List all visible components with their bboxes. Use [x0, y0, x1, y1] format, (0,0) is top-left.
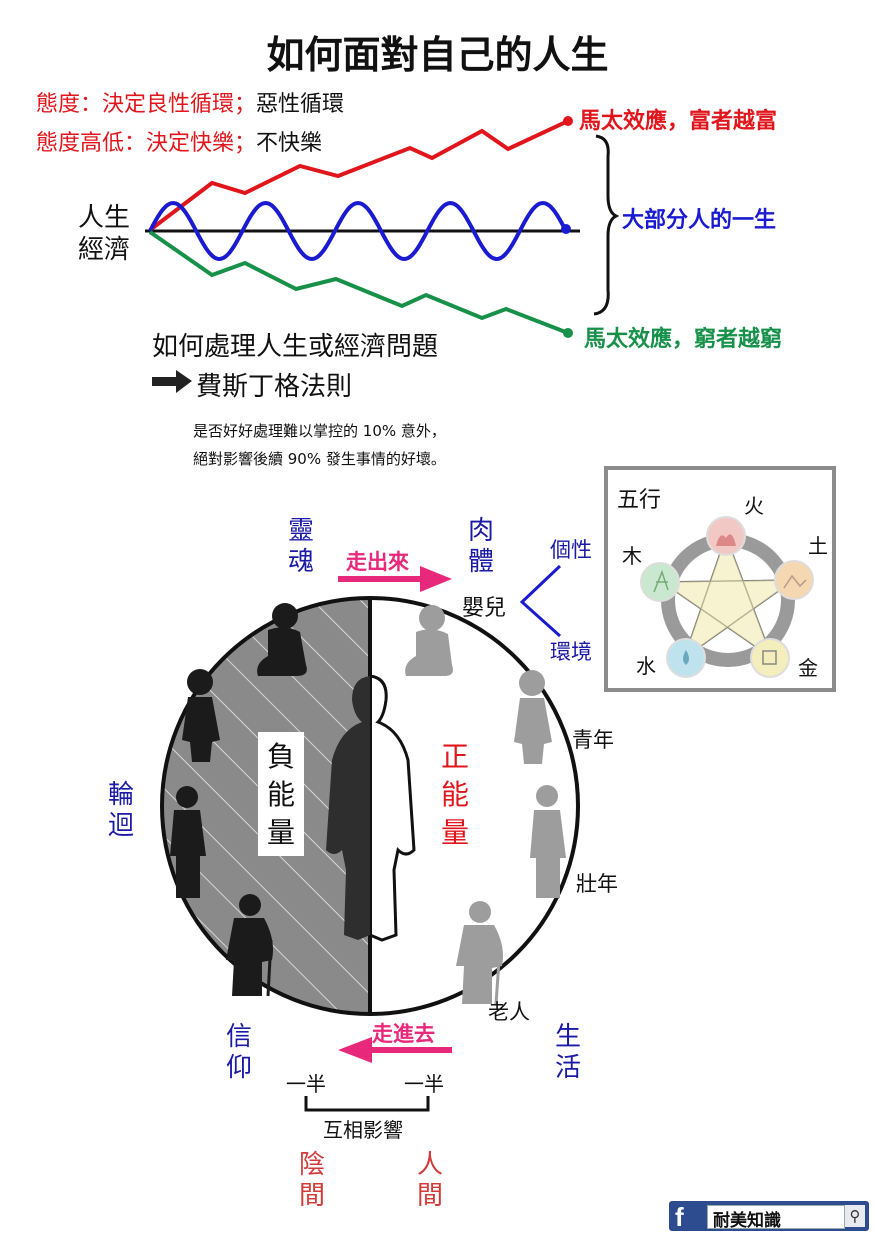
- center-figure-dark: [326, 676, 370, 940]
- method-rule: 費斯丁格法則: [196, 372, 353, 402]
- dark-man-body: [170, 810, 206, 898]
- gray-child-body: [514, 698, 552, 764]
- wuxing-metal-label: 金: [798, 656, 818, 680]
- most-label: 大部分人的一生: [622, 208, 777, 233]
- adult-label: 壯年: [576, 872, 618, 896]
- gray-figures: [405, 605, 566, 1005]
- rich-line: [148, 119, 569, 232]
- gray-infant-head: [419, 605, 445, 631]
- wuxing-fire-label: 火: [744, 494, 764, 518]
- life-circle: [160, 596, 580, 1016]
- badge-text: 耐美知識: [713, 1211, 781, 1231]
- method-question: 如何處理人生或經濟問題: [152, 332, 439, 362]
- chart-axis-label-line-2: 經濟: [78, 235, 131, 265]
- dark-infant-head: [272, 603, 298, 629]
- walk-in-arrow: [338, 1037, 452, 1063]
- baby-label: 嬰兒: [462, 596, 507, 621]
- baby-fork: [519, 564, 562, 638]
- attitude-line-1: 態度：決定良性循環；惡性循環: [36, 86, 344, 118]
- rich-label: 馬太效應，富者越富: [579, 109, 778, 134]
- mutual-label: 互相影響: [323, 1118, 403, 1142]
- half-right-label: 一半: [404, 1072, 444, 1096]
- personality-label: 個性: [550, 538, 592, 562]
- facebook-badge[interactable]: f 耐美知識 ⚲: [669, 1201, 869, 1232]
- underworld-label: 陰間: [298, 1150, 325, 1211]
- gray-child-head: [519, 670, 545, 696]
- wuxing-water-label: 水: [636, 654, 656, 678]
- gray-elder-body: [456, 925, 503, 1004]
- earth-node: [774, 560, 814, 600]
- wuxing-title: 五行: [617, 488, 662, 513]
- poor-line: [148, 230, 569, 335]
- attitude-line-2-red: 態度高低：決定快樂；: [36, 131, 257, 156]
- dark-child-head: [187, 669, 213, 695]
- dark-figures: [170, 603, 307, 997]
- mutual-bracket: [304, 1096, 430, 1112]
- metal-coin-icon: [762, 650, 777, 665]
- youth-label: 青年: [572, 728, 614, 752]
- facebook-icon: f: [675, 1202, 684, 1232]
- reincarnation-label: 輪迴: [107, 780, 134, 841]
- rich-line-end-dot: [563, 116, 573, 126]
- walk-out-arrow: [338, 566, 452, 592]
- poor-label: 馬太效應，窮者越窮: [584, 327, 783, 352]
- human-world-label: 人間: [416, 1150, 443, 1211]
- gray-elder-head: [469, 901, 491, 923]
- attitude-line-1-black: 惡性循環: [256, 92, 345, 117]
- negative-label-box: [258, 732, 304, 856]
- badge-search-box[interactable]: [707, 1205, 845, 1229]
- wuxing-wood-label: 木: [622, 544, 642, 568]
- attitude-line-1-red: 態度：決定良性循環；: [36, 92, 257, 117]
- most-wave-end-dot: [561, 224, 571, 234]
- rule-arrow: [152, 370, 192, 393]
- earth-mountain-icon: [783, 574, 807, 589]
- center-figure-outline: [369, 674, 416, 942]
- attitude-line-2-black: 不快樂: [256, 131, 323, 156]
- fire-flame-icon: [716, 534, 736, 546]
- dark-elder-head: [239, 894, 261, 916]
- soul-label: 靈魂: [287, 516, 314, 577]
- dark-infant-body: [257, 627, 307, 676]
- gray-man-head: [536, 785, 558, 807]
- gray-man-body: [530, 810, 566, 898]
- dark-elder-cane: [266, 939, 273, 997]
- water-drop-icon: [683, 650, 689, 665]
- dark-man-head: [176, 786, 198, 808]
- most-wave-line: [148, 200, 568, 262]
- search-icon[interactable]: ⚲: [845, 1205, 865, 1227]
- wood-tree-icon: [653, 569, 669, 593]
- metal-node: [750, 638, 790, 678]
- elder-label: 老人: [488, 1000, 530, 1024]
- gray-elder-cane: [494, 945, 502, 1005]
- walk-out-label: 走出來: [346, 550, 409, 574]
- method-note-line-2: 絕對影響後續 90% 發生事情的好壞。: [193, 450, 446, 468]
- dark-elder-body: [226, 918, 273, 996]
- chart-axis-label-line-1: 人生: [78, 203, 131, 233]
- gray-infant-body: [405, 629, 453, 676]
- chart-axis-label: 人生 經濟: [78, 202, 130, 266]
- half-left-label: 一半: [286, 1072, 326, 1096]
- faith-label: 信仰: [225, 1022, 252, 1083]
- fire-node: [706, 516, 746, 556]
- positive-energy-label: 正能量: [440, 740, 469, 849]
- environment-label: 環境: [550, 640, 592, 664]
- life-economy-chart: [145, 116, 620, 338]
- poor-line-end-dot: [563, 328, 573, 338]
- brace: [593, 134, 620, 316]
- walk-in-label: 走進去: [372, 1022, 435, 1046]
- life-label: 生活: [554, 1022, 581, 1083]
- wuxing-diagram: [604, 466, 836, 692]
- wuxing-star-fill: [662, 536, 794, 658]
- page-title: 如何面對自己的人生: [266, 33, 609, 77]
- negative-energy-label: 負能量: [266, 740, 295, 849]
- dark-child-body: [182, 697, 220, 762]
- body-label: 肉體: [467, 516, 494, 577]
- method-note-line-1: 是否好好處理難以掌控的 10% 意外，: [193, 422, 446, 440]
- attitude-line-2: 態度高低：決定快樂；不快樂: [36, 125, 322, 157]
- wuxing-earth-label: 土: [808, 534, 828, 558]
